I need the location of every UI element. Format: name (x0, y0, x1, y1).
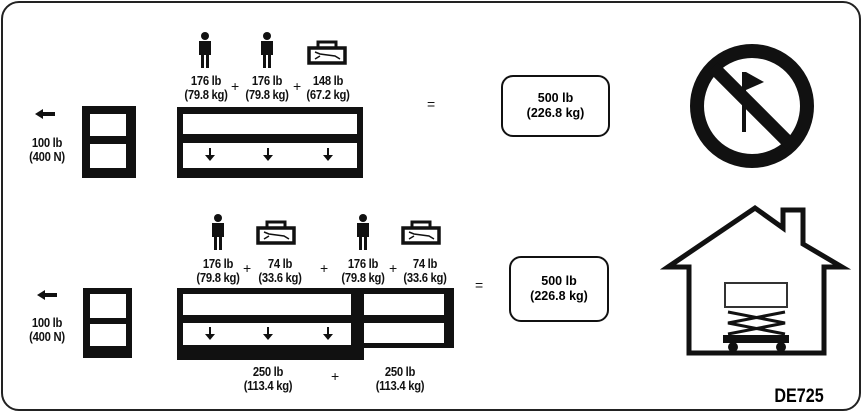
platform-side-view (177, 107, 363, 178)
plus-sign: + (320, 260, 329, 276)
total-capacity-box: 500 lb(226.8 kg) (509, 256, 609, 322)
no-wind-icon (690, 44, 814, 168)
deck-load-label: 250 lb(113.4 kg) (243, 365, 293, 393)
side-force-label: 100 lb(400 N) (29, 136, 65, 164)
person-icon (261, 32, 273, 68)
platform-end-view (82, 106, 136, 178)
total-capacity-box: 500 lb(226.8 kg) (501, 75, 610, 137)
load-label: 176 lb(79.8 kg) (196, 257, 240, 285)
left-arrow-icon (37, 290, 57, 300)
toolbox-icon (307, 40, 347, 65)
load-label: 176 lb(79.8 kg) (245, 74, 289, 102)
toolbox-icon (401, 220, 441, 245)
platform-end-view (83, 288, 132, 358)
equals-sign: = (475, 277, 484, 293)
plus-sign: + (389, 260, 398, 276)
toolbox-icon (256, 220, 296, 245)
person-icon (357, 214, 369, 250)
platform-extended-side-view (177, 288, 454, 360)
equals-sign: = (427, 96, 436, 112)
load-label: 74 lb(33.6 kg) (403, 257, 447, 285)
load-label: 176 lb(79.8 kg) (341, 257, 385, 285)
decal-code: DE725 (774, 386, 824, 407)
plus-sign: + (293, 78, 302, 94)
indoor-use-icon (659, 204, 852, 356)
person-icon (212, 214, 224, 250)
plus-sign: + (231, 78, 240, 94)
side-force-label: 100 lb(400 N) (29, 316, 65, 344)
load-label: 176 lb(79.8 kg) (184, 74, 228, 102)
extension-load-label: 250 lb(113.4 kg) (375, 365, 425, 393)
load-label: 74 lb(33.6 kg) (258, 257, 302, 285)
plus-sign: + (243, 260, 252, 276)
load-label: 148 lb(67.2 kg) (306, 74, 350, 102)
plus-sign: + (331, 368, 340, 384)
person-icon (199, 32, 211, 68)
left-arrow-icon (35, 109, 55, 119)
